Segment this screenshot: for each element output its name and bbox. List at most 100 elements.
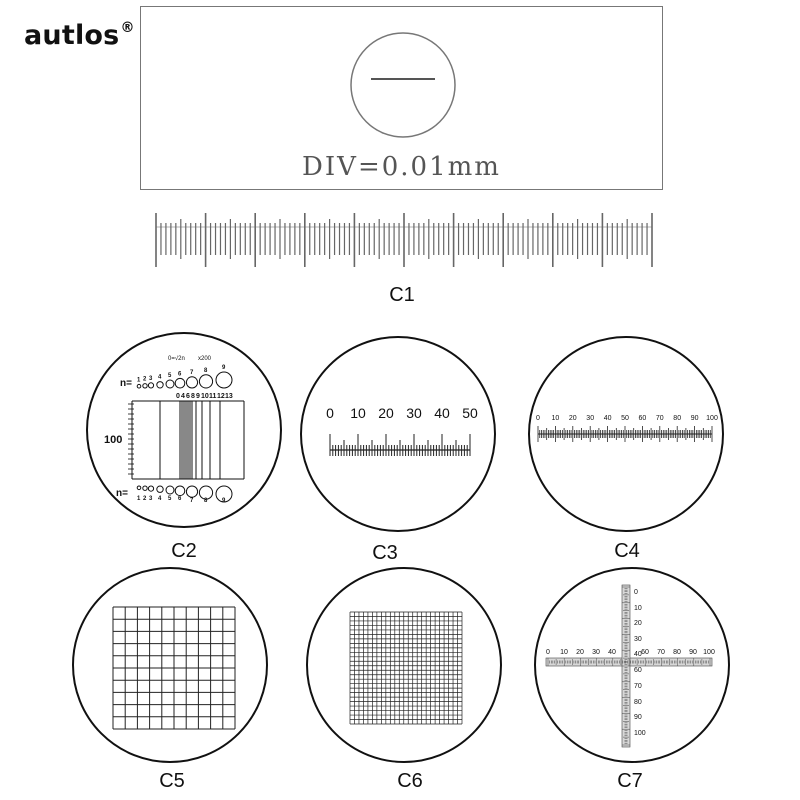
c4-scale-label: 30	[586, 415, 594, 422]
c2-top-count: 2	[143, 377, 147, 383]
c2-top-circle	[215, 371, 233, 389]
c2-bottom-count: 4	[158, 496, 162, 502]
c2-top-count: 4	[158, 375, 162, 381]
c2-top-count: 8	[204, 368, 208, 374]
c3-scale-label: 30	[406, 405, 422, 421]
slide-circle	[350, 32, 456, 138]
c4-scale-label: 20	[569, 415, 577, 422]
c2-bottom-count: 1	[137, 496, 141, 502]
c4-scale-label: 50	[621, 415, 629, 422]
c7-v-label: 100	[634, 730, 646, 737]
c2-bottom-count: 2	[143, 496, 147, 502]
c2-top-count: 5	[168, 373, 172, 379]
c2-number-label: 8	[191, 393, 195, 400]
c2-bottom-circle	[198, 485, 214, 500]
label-c1: C1	[389, 284, 415, 306]
c2-number-label: 4	[181, 393, 185, 400]
c2-formula-right: x200	[198, 356, 212, 362]
c7-v-label: 20	[634, 620, 642, 627]
c2-bottom-circle	[215, 485, 233, 503]
c2-top-n-label: n=	[120, 378, 132, 389]
c2-bottom-count: 9	[222, 498, 226, 504]
c2-top-circle	[136, 383, 142, 389]
brand-logo: autlos®	[24, 20, 135, 51]
c2-bottom-circle	[156, 485, 164, 493]
reticle-c5	[72, 567, 268, 763]
c7-h-label: 0	[546, 649, 550, 656]
reticle-c3: 0 10 20 30 40 50	[300, 336, 496, 532]
c7-v-label: 0	[634, 589, 638, 596]
c2-bottom-circle	[174, 485, 186, 497]
label-c2: C2	[171, 540, 197, 562]
c2-bottom-count: 8	[204, 498, 208, 504]
c2-bottom-circle	[136, 485, 142, 491]
c2-number-label: 6	[186, 393, 190, 400]
c7-h-label: 30	[592, 649, 600, 656]
c2-bottom-n-label: n=	[116, 488, 128, 499]
c2-number-label: 10	[201, 393, 209, 400]
c7-v-label: 70	[634, 683, 642, 690]
c4-scale-label: 100	[706, 415, 718, 422]
c2-top-circle	[185, 376, 199, 389]
c4-scale-label: 90	[691, 415, 699, 422]
label-c4: C4	[614, 540, 640, 562]
calibration-slide: DIV=0.01mm	[140, 6, 663, 190]
c2-bottom-circle	[165, 485, 175, 495]
c2-top-circle	[165, 379, 175, 389]
c7-h-label: 40	[608, 649, 616, 656]
c3-scale-label: 0	[326, 405, 334, 421]
c7-v-label: 10	[634, 605, 642, 612]
c2-bottom-count: 3	[149, 496, 153, 502]
c5-circle	[72, 567, 268, 763]
c2-top-count: 6	[178, 371, 182, 377]
c2-top-count: 7	[190, 370, 194, 376]
c7-h-label: 100	[703, 649, 715, 656]
c4-scale-label: 0	[536, 415, 540, 422]
label-c7: C7	[617, 770, 643, 792]
label-c6: C6	[397, 770, 423, 792]
c2-bottom-circle	[142, 485, 148, 491]
c2-number-label: 0	[176, 393, 180, 400]
label-c3: C3	[372, 542, 398, 564]
c2-top-count: 3	[149, 376, 153, 382]
c7-h-label: 80	[673, 649, 681, 656]
c3-scale-label: 50	[462, 405, 478, 421]
reticle-c6	[306, 567, 502, 763]
c2-bottom-count: 5	[168, 496, 172, 502]
c7-h-label: 20	[576, 649, 584, 656]
c4-scale-label: 40	[604, 415, 612, 422]
c7-v-label: 60	[634, 667, 642, 674]
c4-scale-label: 10	[552, 415, 560, 422]
c2-number-label: 12	[217, 393, 225, 400]
c1-ruler	[155, 213, 653, 267]
c3-scale-label: 20	[378, 405, 394, 421]
c2-number-label: 11	[209, 393, 217, 400]
c2-bottom-circle	[147, 485, 155, 492]
c3-scale-label: 10	[350, 405, 366, 421]
c7-h-label: 90	[689, 649, 697, 656]
c7-v-label: 90	[634, 714, 642, 721]
c2-top-circle	[174, 377, 186, 389]
c2-number-label: 9	[196, 393, 200, 400]
c2-top-circle	[142, 383, 148, 389]
c2-formula-left: 0=√2n	[168, 355, 185, 362]
c4-scale-label: 60	[639, 415, 647, 422]
c2-top-count: 9	[222, 365, 226, 371]
c2-side-value: 100	[104, 434, 122, 446]
c7-h-label: 10	[560, 649, 568, 656]
c7-v-label: 30	[634, 636, 642, 643]
c2-top-count: 1	[137, 377, 141, 383]
c2-top-circle	[147, 382, 155, 389]
c3-scale-label: 40	[434, 405, 450, 421]
c2-number-label: 13	[225, 393, 233, 400]
c4-scale-label: 80	[673, 415, 681, 422]
c7-v-label: 40	[634, 651, 642, 658]
c2-bottom-count: 6	[178, 496, 182, 502]
slide-circle-graphic	[350, 32, 456, 138]
c2-bottom-circle	[185, 485, 199, 498]
c2-top-circle	[156, 381, 164, 389]
c2-top-circle	[198, 374, 214, 389]
